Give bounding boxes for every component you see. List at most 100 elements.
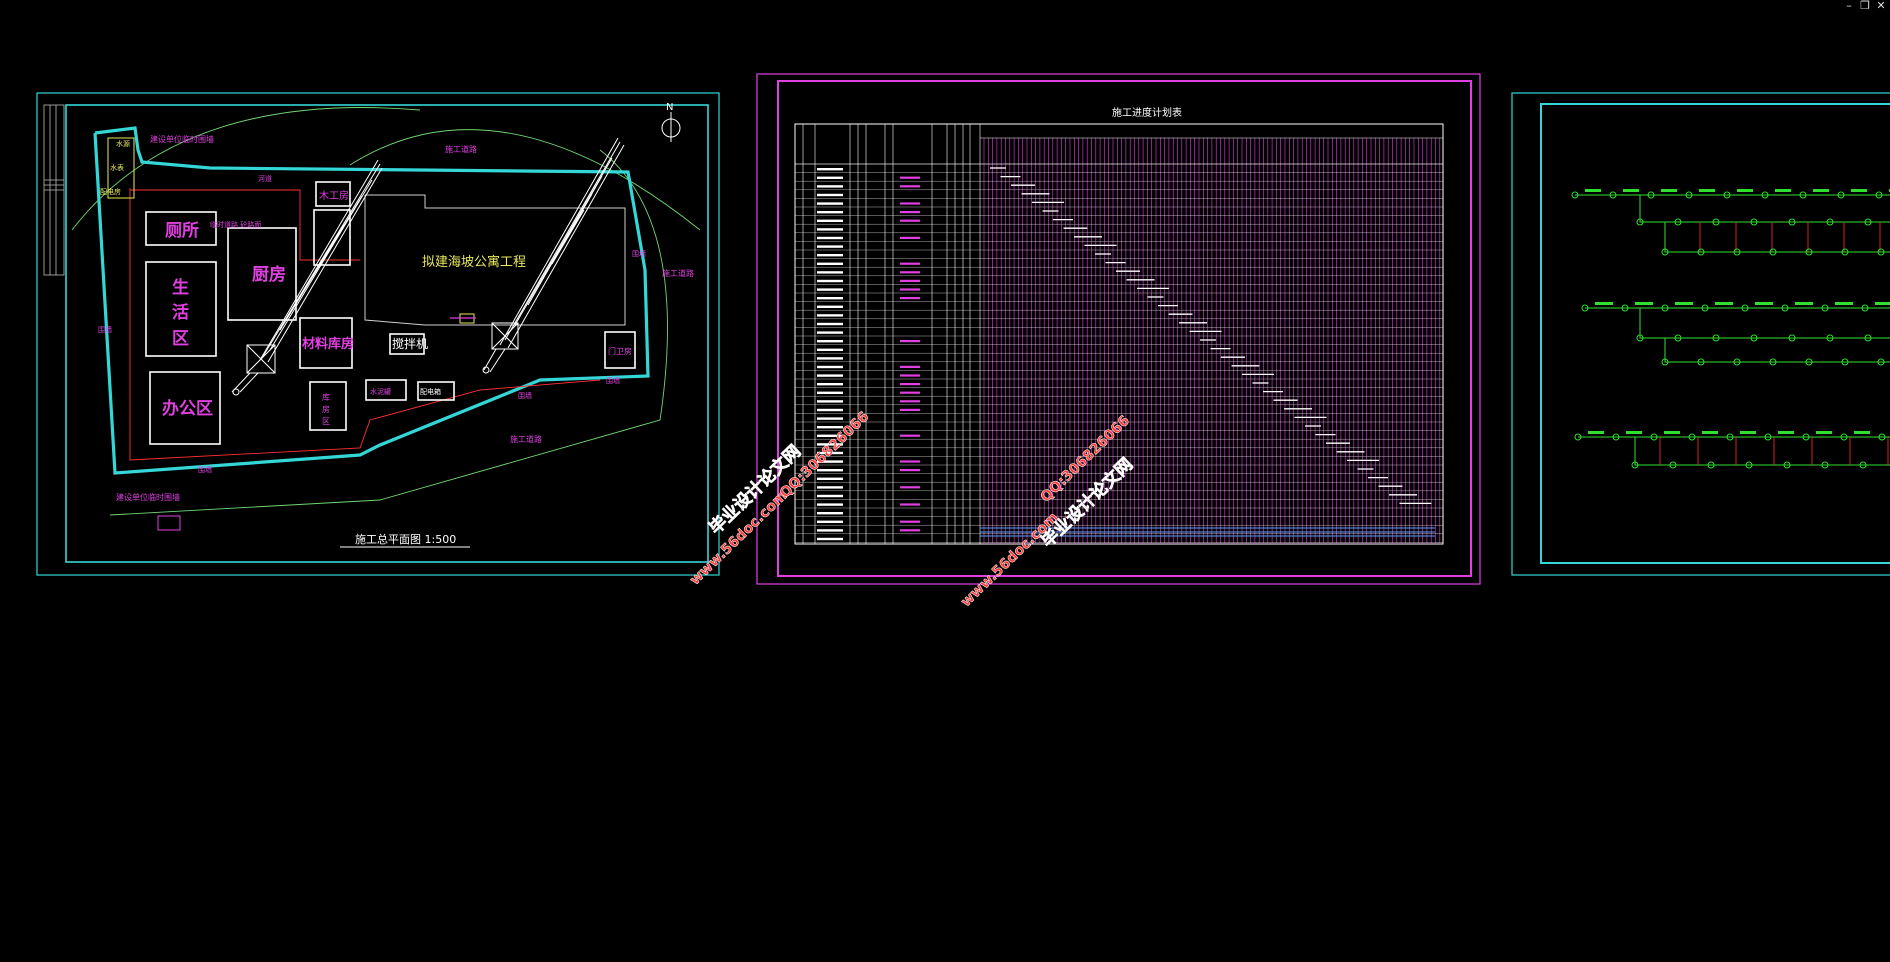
cell-text-mark: [817, 211, 843, 213]
sheet-schedule[interactable]: 施工进度计划表: [757, 74, 1480, 584]
cell-text-mark: [817, 409, 843, 411]
label-steel-3: 区: [322, 417, 330, 426]
activity-label-mark: [1588, 431, 1604, 434]
activity-label-mark: [1595, 302, 1613, 305]
label-office: 办公区: [162, 398, 213, 419]
activity-label-mark: [1626, 431, 1642, 434]
network-branch: [1640, 195, 1890, 222]
label-toilet: 厕所: [165, 221, 199, 241]
cell-text-mark: [817, 417, 843, 419]
label-carpentry: 木工房: [319, 189, 349, 202]
cell-text-mark: [817, 177, 843, 179]
pump-box: [158, 516, 180, 530]
network-branch: [1635, 437, 1890, 465]
network-branch: [1665, 338, 1890, 362]
activity-label-mark: [1778, 431, 1794, 434]
cell-text-mark: [900, 521, 920, 523]
label-project: 拟建海坡公寓工程: [422, 254, 526, 270]
cell-text-mark: [817, 503, 843, 505]
cell-text-mark: [817, 486, 843, 488]
cell-text-mark: [900, 263, 920, 265]
cell-text-mark: [900, 288, 920, 290]
svg-text:围墙: 围墙: [518, 391, 532, 400]
cell-text-mark: [817, 478, 843, 480]
activity-label-mark: [1813, 189, 1829, 192]
activity-label-mark: [1740, 431, 1756, 434]
cell-text-mark: [900, 211, 920, 213]
label-water-source: 水源: [116, 139, 130, 148]
cell-text-mark: [817, 331, 843, 333]
cell-text-mark: [817, 237, 843, 239]
cell-text-mark: [817, 366, 843, 368]
label-steel-2: 房: [322, 404, 330, 414]
sheet3-outer-frame: [1512, 93, 1890, 575]
watermark-2: 毕业设计论文网 www.56doc.com QQ:306826066: [944, 413, 1157, 621]
label-living-1: 生: [172, 277, 189, 298]
activity-label-mark: [1661, 189, 1677, 192]
north-arrow-icon: [662, 112, 680, 142]
activity-label-mark: [1854, 431, 1870, 434]
label-living-3: 区: [172, 329, 189, 349]
cell-text-mark: [817, 400, 843, 402]
activity-label-mark: [1737, 189, 1753, 192]
sheet-network[interactable]: [1512, 93, 1890, 575]
label-material: 材料库房: [302, 336, 354, 352]
cell-text-mark: [817, 314, 843, 316]
label-wall-right: 围墙: [632, 249, 646, 258]
sheet2-outer-frame: [757, 74, 1480, 584]
cell-text-mark: [817, 254, 843, 256]
label-water-tank: 水泥罐: [370, 387, 391, 396]
activity-label-mark: [1795, 302, 1813, 305]
cell-text-mark: [817, 529, 843, 531]
label-fence-mid: 临时道路 砼路面: [210, 220, 261, 229]
label-road-right: 施工道路: [662, 268, 694, 278]
cell-text-mark: [900, 400, 920, 402]
sheet2-inner-frame: [778, 81, 1471, 576]
cell-text-mark: [900, 529, 920, 531]
sheet-site-plan[interactable]: N 厕所 厨房 生 活 区 办公区 材料库房 搅拌机 拟建海坡公寓工程 木工房 …: [37, 93, 719, 575]
label-steel-1: 库: [322, 392, 330, 402]
cell-text-mark: [900, 297, 920, 299]
cell-text-mark: [817, 271, 843, 273]
cell-text-mark: [817, 288, 843, 290]
label-road-top: 施工道路: [445, 144, 477, 154]
label-wall-left: 围墙: [98, 325, 112, 334]
cell-text-mark: [900, 237, 920, 239]
cell-text-mark: [817, 228, 843, 230]
cell-text-mark: [900, 271, 920, 273]
sheet1-title-block: [44, 105, 64, 275]
cell-text-mark: [817, 245, 843, 247]
activity-label-mark: [1675, 302, 1693, 305]
activity-label-mark: [1851, 189, 1867, 192]
cell-text-mark: [900, 366, 920, 368]
cell-text-mark: [900, 383, 920, 385]
label-road-bottom: 施工道路: [510, 434, 542, 444]
activity-label-mark: [1699, 189, 1715, 192]
site-boundary: [95, 128, 648, 473]
activity-label-mark: [1715, 302, 1733, 305]
cell-text-mark: [900, 469, 920, 471]
label-power: 配电箱: [420, 387, 441, 396]
cell-text-mark: [900, 486, 920, 488]
cell-text-mark: [817, 194, 843, 196]
cell-text-mark: [817, 521, 843, 523]
activity-label-mark: [1775, 189, 1791, 192]
cell-text-mark: [817, 280, 843, 282]
activity-label-mark: [1585, 189, 1601, 192]
cell-text-mark: [900, 202, 920, 204]
cell-text-mark: [817, 383, 843, 385]
activity-label-mark: [1664, 431, 1680, 434]
cell-text-mark: [900, 177, 920, 179]
cell-text-mark: [900, 460, 920, 462]
cell-text-mark: [817, 306, 843, 308]
cell-text-mark: [817, 202, 843, 204]
label-living-2: 活: [172, 302, 189, 323]
cell-text-mark: [817, 357, 843, 359]
cell-text-mark: [817, 297, 843, 299]
cell-text-mark: [900, 185, 920, 187]
network-diagram: [1572, 189, 1890, 468]
activity-label-mark: [1623, 189, 1639, 192]
activity-label-mark: [1635, 302, 1653, 305]
label-mixer: 搅拌机: [392, 336, 428, 351]
